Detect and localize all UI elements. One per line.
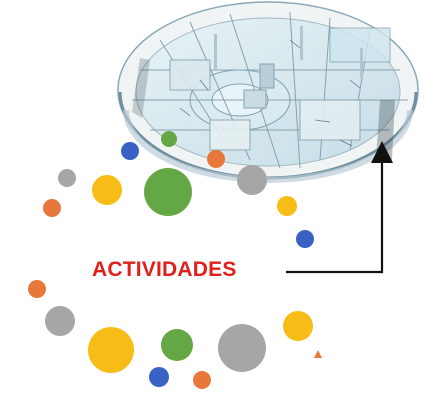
- dot-gray: [58, 169, 76, 187]
- dot-blue: [149, 367, 169, 387]
- dot-yellow-large: [88, 327, 134, 373]
- dot-orange: [207, 150, 225, 168]
- dot-orange-small: [193, 371, 211, 389]
- building-floorplan-illustration: [117, 1, 419, 183]
- dot-blue: [121, 142, 139, 160]
- dot-gray-large: [237, 165, 267, 195]
- arrow-connector: [286, 141, 393, 274]
- dot-yellow-small: [277, 196, 297, 216]
- dot-gray: [45, 306, 75, 336]
- dot-orange-small: [43, 199, 61, 217]
- dot-orange-partial: [314, 350, 322, 358]
- dot-yellow: [283, 311, 313, 341]
- decorative-dots: [28, 131, 322, 389]
- dot-blue-small: [296, 230, 314, 248]
- dot-gray-large: [218, 324, 266, 372]
- dot-orange: [28, 280, 46, 298]
- dot-green-large: [144, 168, 192, 216]
- dot-green: [161, 329, 193, 361]
- title-actividades: ACTIVIDADES: [92, 258, 237, 281]
- dot-green: [161, 131, 177, 147]
- dot-yellow: [92, 175, 122, 205]
